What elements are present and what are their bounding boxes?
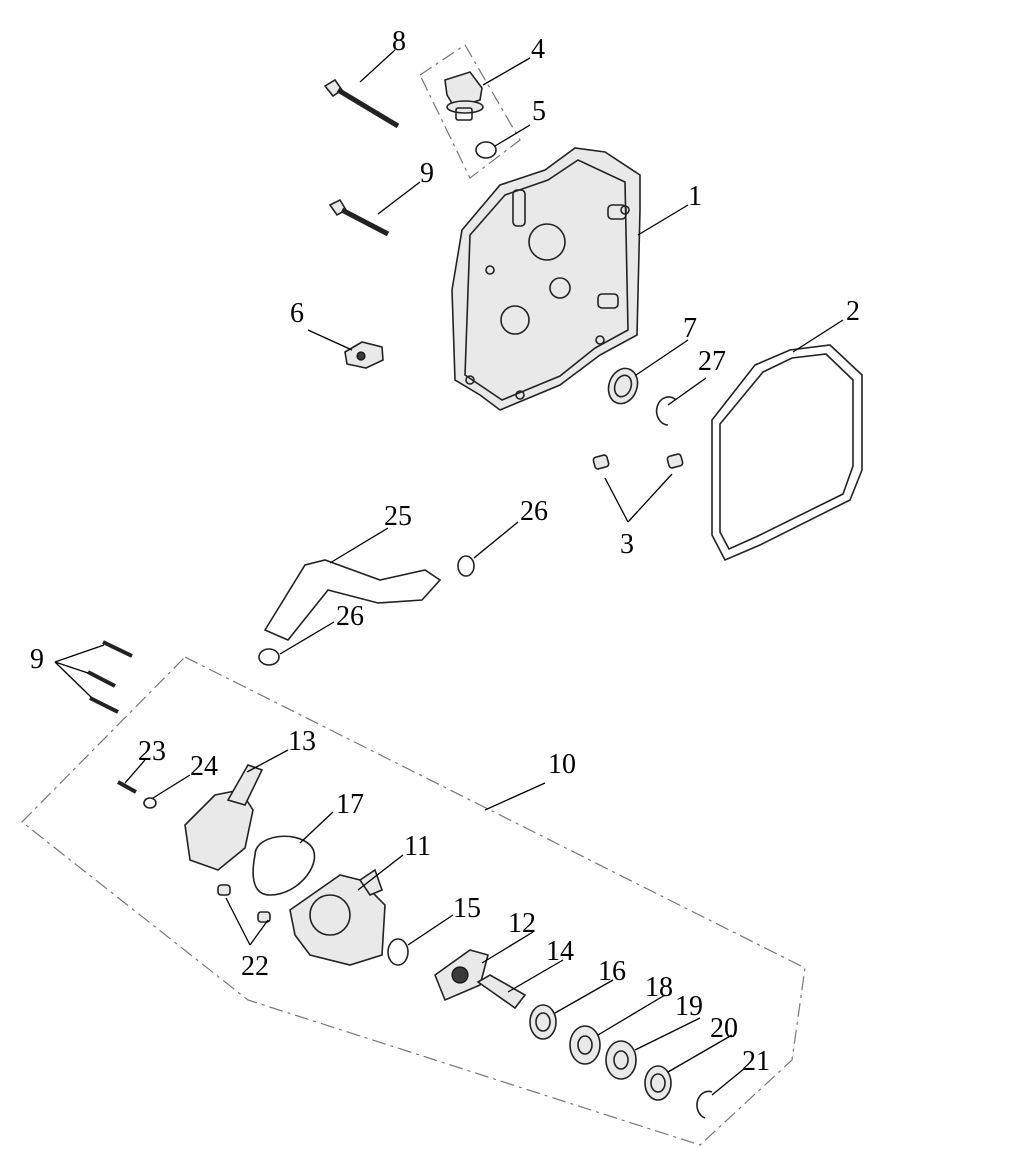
side-cover — [451, 147, 641, 411]
circlip-lower — [696, 1090, 713, 1119]
bolt-small — [117, 780, 137, 794]
impeller — [434, 949, 489, 1002]
gasket-ring — [252, 835, 316, 896]
callout-2: 2 — [846, 296, 860, 327]
group-outline-oil-plug — [419, 44, 521, 179]
dowel-pins — [592, 453, 684, 470]
seal-washer — [387, 938, 409, 966]
callout-19: 19 — [675, 991, 703, 1022]
long-bolt — [323, 78, 400, 129]
callout-25: 25 — [384, 501, 412, 532]
callout-17: 17 — [336, 789, 364, 820]
callout-9-lower: 9 — [30, 644, 44, 675]
drain-plug — [344, 341, 384, 369]
callout-27: 27 — [698, 346, 726, 377]
callout-16: 16 — [598, 956, 626, 987]
callout-22: 22 — [241, 951, 269, 982]
pump-cover — [184, 764, 264, 871]
callout-11: 11 — [404, 831, 431, 862]
dowel-pins-lower — [217, 884, 271, 923]
callout-9: 9 — [420, 158, 434, 189]
callout-12: 12 — [508, 908, 536, 939]
bearing-outer — [569, 1025, 601, 1065]
pump-housing — [289, 868, 386, 966]
callout-15: 15 — [453, 893, 481, 924]
callout-1: 1 — [688, 181, 702, 212]
callout-10: 10 — [548, 749, 576, 780]
callout-6: 6 — [290, 298, 304, 329]
callout-21: 21 — [742, 1046, 770, 1077]
callout-26-lower: 26 — [336, 601, 364, 632]
callout-4: 4 — [531, 34, 545, 65]
callout-26-upper: 26 — [520, 496, 548, 527]
hose-clamp-lower — [258, 648, 280, 666]
callout-13: 13 — [288, 726, 316, 757]
callout-24: 24 — [190, 751, 218, 782]
hose-clamp-upper — [457, 555, 475, 577]
o-ring-small — [475, 141, 497, 159]
callout-3: 3 — [620, 529, 634, 560]
bolt-upper — [328, 198, 390, 237]
circlip-upper — [655, 396, 677, 426]
leader-lines — [54, 49, 844, 1096]
callout-20: 20 — [710, 1013, 738, 1044]
oil-filler-plug — [444, 71, 484, 121]
washer — [143, 797, 157, 809]
coolant-hose — [263, 559, 442, 641]
bolt-set-small — [87, 640, 133, 714]
shaft-seal — [529, 1004, 557, 1040]
oil-seal — [607, 367, 639, 405]
callout-8: 8 — [392, 26, 406, 57]
bearing-inner — [605, 1040, 637, 1080]
callout-14: 14 — [546, 936, 574, 967]
callout-7: 7 — [683, 313, 697, 344]
callout-18: 18 — [645, 972, 673, 1003]
callout-5: 5 — [532, 96, 546, 127]
group-outline-water-pump — [21, 656, 806, 1146]
oil-seal-small — [644, 1065, 672, 1101]
callout-23: 23 — [138, 736, 166, 767]
cover-gasket — [711, 344, 863, 562]
pump-shaft — [476, 974, 527, 1010]
